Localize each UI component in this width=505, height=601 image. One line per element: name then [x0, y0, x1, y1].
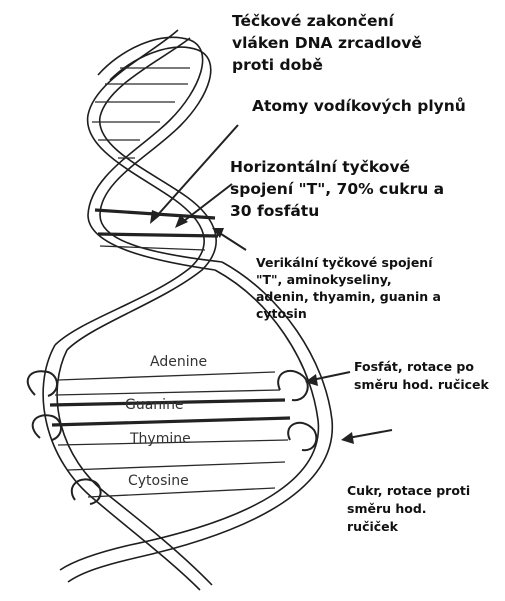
- horizontal-t-bar: [98, 234, 218, 236]
- upper-rung: [100, 246, 205, 250]
- base-label-cytosine: Cytosine: [128, 473, 189, 489]
- base-pair-bar: [68, 462, 285, 470]
- upper-helix: [55, 30, 222, 350]
- ribbon-curl-left: [33, 415, 61, 440]
- label-horizontal-t: Horizontální tyčkové spojení "T", 70% cu…: [230, 156, 500, 222]
- base-pair-bar: [88, 488, 275, 497]
- label-strand-ends: Téčkové zakončení vláken DNA zrcadlově p…: [232, 10, 492, 76]
- ribbon-curl-right: [288, 423, 316, 450]
- strand-a-inner: [67, 38, 216, 350]
- base-label-guanine: Guanine: [125, 397, 184, 413]
- label-vertical-t: Verikální tyčkové spojení "T", aminokyse…: [256, 254, 501, 322]
- base-label-thymine: Thymine: [129, 431, 191, 447]
- ribbon-curl-right: [278, 371, 308, 400]
- base-pair-bar: [55, 390, 280, 395]
- base-label-adenine: Adenine: [150, 354, 207, 370]
- base-pair-bar: [52, 418, 290, 425]
- phosphate-arrow: [312, 372, 350, 380]
- label-sugar: Cukr, rotace proti směru hod. ručiček: [347, 482, 502, 536]
- label-phosphate: Fosfát, rotace po směru hod. ručicek: [354, 358, 504, 394]
- sugar-arrow: [348, 430, 392, 438]
- strand-b-inner: [100, 47, 222, 262]
- base-pair-bar: [58, 372, 275, 380]
- vertical-t-arrow: [218, 232, 246, 250]
- arrowhead-icon: [341, 432, 354, 444]
- label-hydrogen-atoms: Atomy vodíkových plynů: [252, 96, 502, 116]
